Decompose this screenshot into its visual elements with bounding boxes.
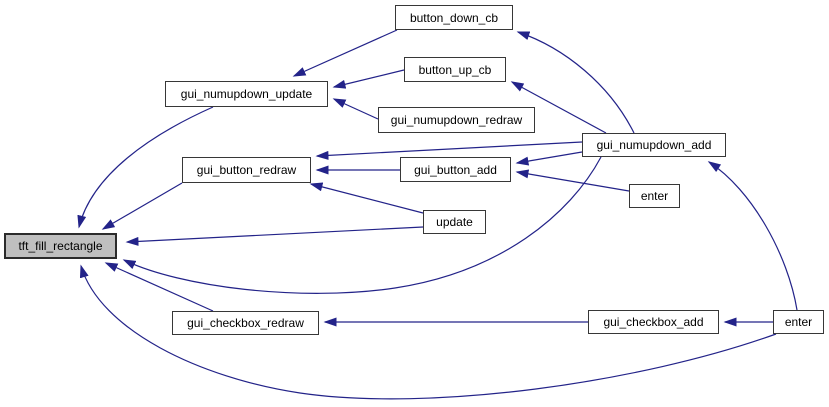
- node-gui-button-add-label: gui_button_add: [414, 162, 497, 177]
- edge-gui_button_redraw-to-tft_fill_rectangle: [101, 182, 183, 230]
- node-gui-numupdown-redraw-label: gui_numupdown_redraw: [390, 113, 523, 127]
- node-enter-numupdown[interactable]: enter: [629, 184, 680, 208]
- node-enter-checkbox[interactable]: enter: [773, 310, 824, 334]
- node-button-up-cb[interactable]: button_up_cb: [404, 57, 506, 82]
- node-button-down-cb[interactable]: button_down_cb: [395, 5, 513, 30]
- node-button-down-cb-label: button_down_cb: [409, 10, 499, 25]
- node-enter-numupdown-label: enter: [640, 189, 669, 203]
- edge-enter_bottom-to-gui_numupdown_add: [707, 161, 798, 311]
- node-gui-numupdown-update[interactable]: gui_numupdown_update: [165, 81, 328, 107]
- edge-gui_numupdown_add-to-tft_fill_rectangle: [122, 156, 602, 294]
- edge-gui_checkbox_redraw-to-tft_fill_rectangle: [104, 262, 214, 312]
- edge-gui_numupdown_add-to-button_down_cb: [516, 31, 635, 134]
- node-gui-numupdown-add[interactable]: gui_numupdown_add: [582, 133, 726, 157]
- node-gui-button-add[interactable]: gui_button_add: [400, 157, 511, 182]
- node-update-label: update: [436, 215, 473, 229]
- node-tft-fill-rectangle-label: tft_fill_rectangle: [18, 239, 103, 253]
- node-gui-button-redraw-label: gui_button_redraw: [196, 163, 297, 177]
- node-gui-numupdown-update-label: gui_numupdown_update: [180, 87, 313, 101]
- node-gui-checkbox-add-label: gui_checkbox_add: [603, 315, 704, 329]
- edge-gui_numupdown_add-to-gui_button_add: [515, 151, 583, 166]
- edge-gui_numupdown_redraw-to-gui_numupdown_update: [332, 98, 379, 120]
- edge-enter_bottom-to-tft_fill_rectangle: [79, 264, 777, 400]
- node-enter-checkbox-label: enter: [784, 315, 813, 329]
- node-gui-checkbox-add[interactable]: gui_checkbox_add: [588, 310, 719, 334]
- edge-button_down_cb-to-gui_numupdown_update: [292, 29, 398, 77]
- node-update[interactable]: update: [423, 210, 486, 234]
- edge-enter_top-to-gui_button_add: [515, 169, 630, 192]
- node-gui-checkbox-redraw-label: gui_checkbox_redraw: [187, 316, 304, 330]
- edge-update-to-gui_button_redraw: [309, 182, 424, 214]
- node-gui-numupdown-redraw[interactable]: gui_numupdown_redraw: [378, 107, 535, 133]
- node-gui-checkbox-redraw[interactable]: gui_checkbox_redraw: [172, 311, 319, 335]
- edge-gui_numupdown_update-to-tft_fill_rectangle: [77, 106, 214, 229]
- node-gui-button-redraw[interactable]: gui_button_redraw: [182, 157, 311, 183]
- edge-gui_numupdown_add-to-button_up_cb: [510, 81, 607, 134]
- edge-gui_numupdown_add-to-gui_button_redraw: [315, 141, 583, 160]
- edge-update-to-tft_fill_rectangle: [125, 226, 424, 246]
- edge-button_up_cb-to-gui_numupdown_update: [332, 69, 405, 89]
- node-button-up-cb-label: button_up_cb: [418, 62, 492, 77]
- node-gui-numupdown-add-label: gui_numupdown_add: [596, 138, 712, 152]
- node-tft-fill-rectangle: tft_fill_rectangle: [4, 233, 117, 259]
